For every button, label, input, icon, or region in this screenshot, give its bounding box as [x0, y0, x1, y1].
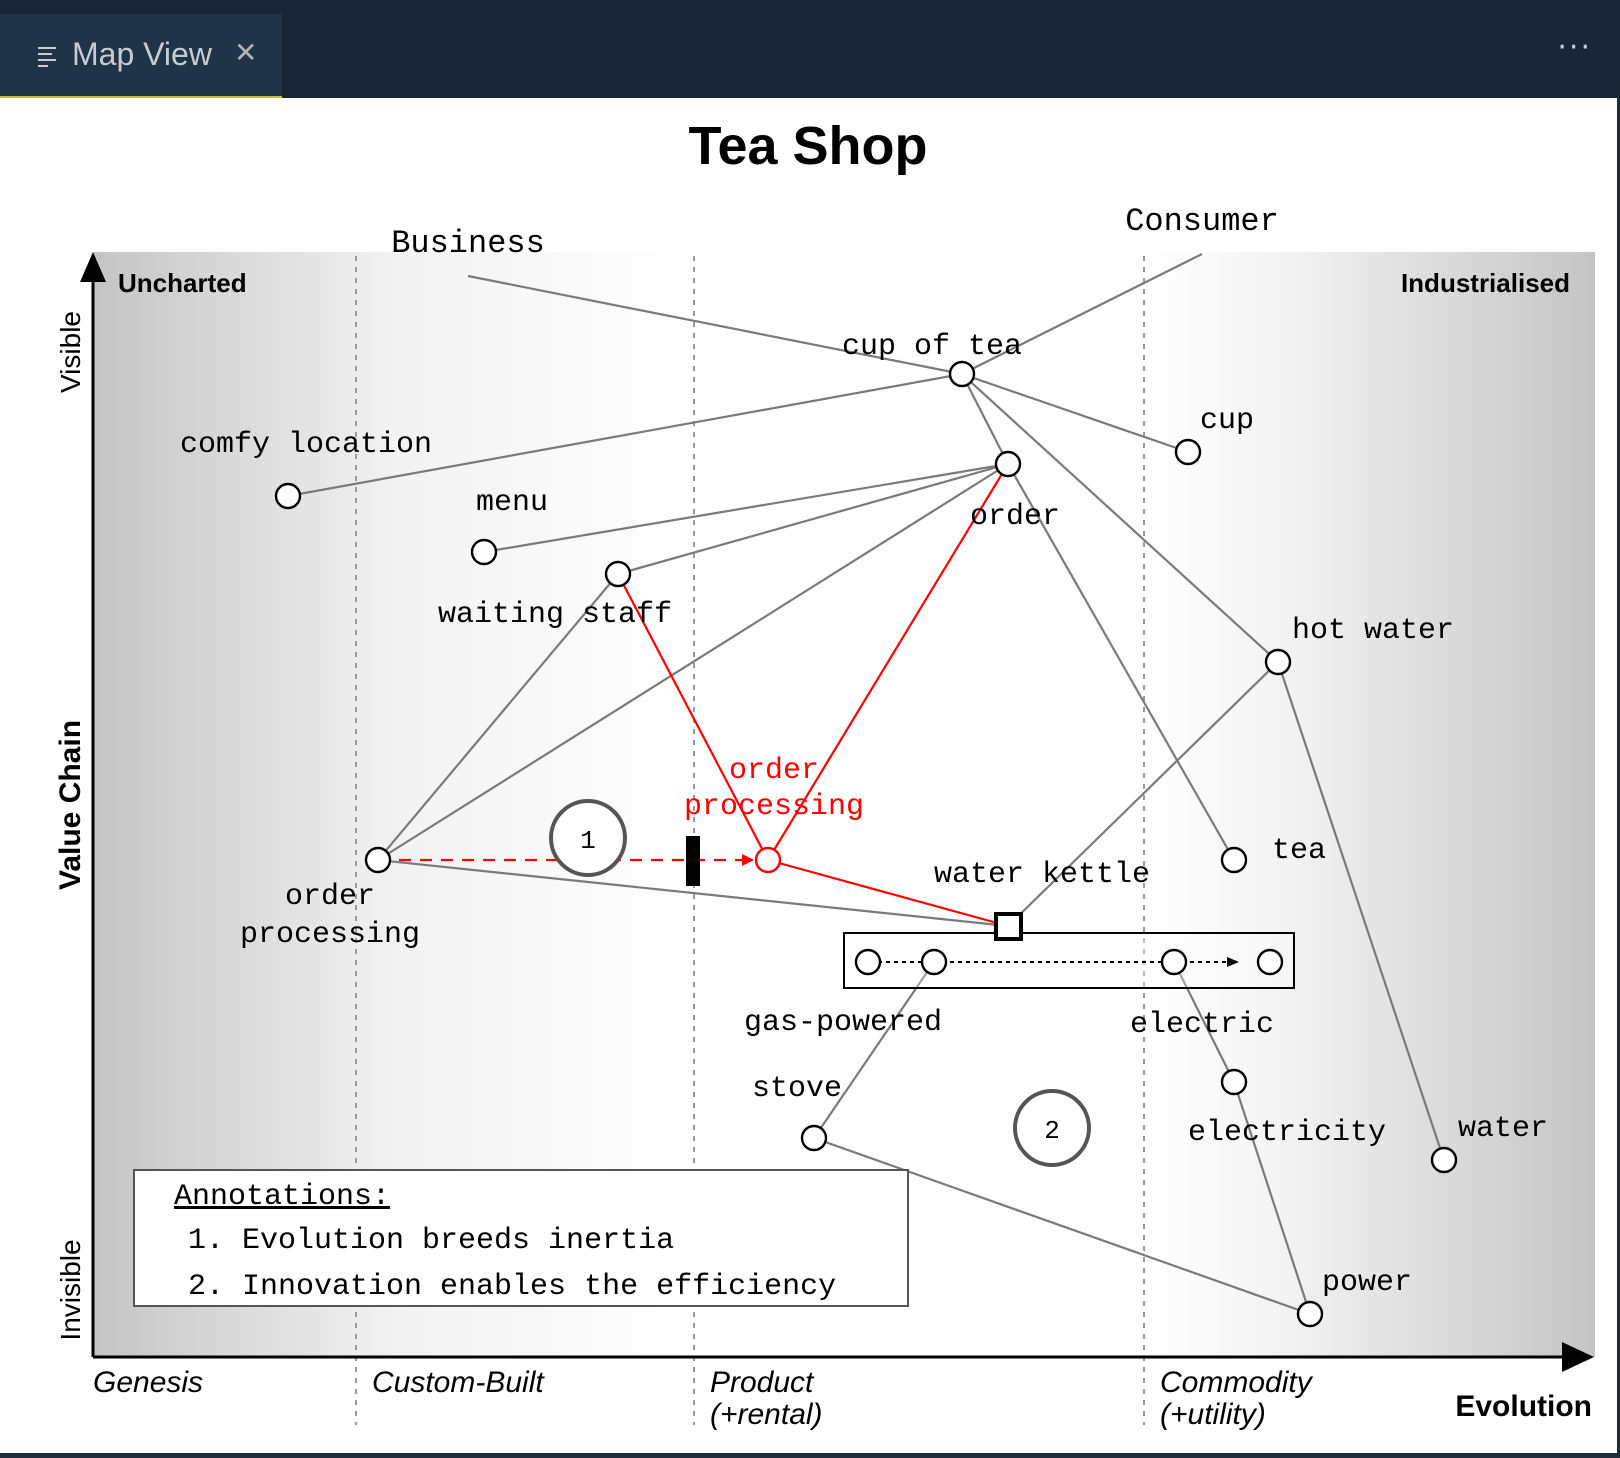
node-cup[interactable] — [1174, 438, 1202, 466]
label-cup-of-tea: cup of tea — [842, 330, 1022, 364]
label-water-kettle: water kettle — [934, 858, 1150, 892]
node-cup-of-tea[interactable] — [948, 360, 976, 388]
window-edge — [1617, 98, 1620, 1458]
y-axis-bottom: Invisible — [55, 1239, 86, 1340]
node-water-kettle[interactable] — [994, 912, 1023, 941]
label-cup: cup — [1200, 404, 1254, 438]
x-axis-arrow — [1562, 1342, 1594, 1372]
component-nodes — [274, 360, 1458, 1328]
stage-product-sub: (+rental) — [710, 1398, 823, 1431]
label-water: water — [1458, 1112, 1548, 1146]
stage-commodity-sub: (+utility) — [1160, 1398, 1266, 1431]
node-waiting-staff[interactable] — [604, 560, 632, 588]
y-axis-label: Value Chain — [54, 720, 87, 890]
label-menu: menu — [476, 486, 548, 520]
node-tea[interactable] — [1220, 846, 1248, 874]
node-hot-water[interactable] — [1264, 648, 1292, 676]
list-lines-icon — [38, 47, 56, 67]
label-gas-powered: gas-powered — [744, 1006, 942, 1040]
node-water[interactable] — [1430, 1146, 1458, 1174]
window-bottom-edge — [0, 1453, 1620, 1458]
label-order-processing-new-1: order — [729, 754, 819, 788]
region-uncharted: Uncharted — [118, 268, 247, 298]
label-electricity: electricity — [1188, 1116, 1386, 1150]
anchor-business: Business — [391, 225, 545, 262]
stage-genesis: Genesis — [93, 1366, 203, 1399]
label-order-processing-2: processing — [240, 918, 420, 952]
label-electric: electric — [1130, 1008, 1274, 1042]
label-stove: stove — [752, 1072, 842, 1106]
label-order-processing-new-2: processing — [684, 790, 864, 824]
x-axis-label: Evolution — [1455, 1390, 1592, 1423]
label-waiting-staff: waiting staff — [438, 598, 672, 632]
annotations-box: Annotations: 1. Evolution breeds inertia… — [133, 1169, 909, 1307]
label-hot-water: hot water — [1292, 614, 1454, 648]
inertia-marker — [686, 836, 700, 886]
pipeline-box — [843, 932, 1295, 989]
label-order-processing-1: order — [285, 880, 375, 914]
node-gas-powered-a[interactable] — [854, 948, 882, 976]
annotation-marker-2-label: 2 — [1044, 1116, 1060, 1146]
anchor-consumer: Consumer — [1125, 203, 1279, 240]
node-power[interactable] — [1296, 1300, 1324, 1328]
annotation-marker-1: 1 — [549, 799, 627, 877]
node-stove[interactable] — [800, 1124, 828, 1152]
label-power: power — [1322, 1266, 1412, 1300]
region-industrialised: Industrialised — [1401, 268, 1570, 298]
node-electric[interactable] — [1160, 948, 1188, 976]
stage-commodity: Commodity — [1160, 1366, 1314, 1399]
node-electric-b[interactable] — [1256, 948, 1284, 976]
annotation-marker-2: 2 — [1013, 1089, 1091, 1167]
tab-map-view[interactable]: Map View ✕ — [0, 14, 282, 98]
label-comfy-location: comfy location — [180, 428, 432, 462]
y-axis-arrow — [80, 252, 106, 282]
map-title: Tea Shop — [688, 116, 927, 176]
node-comfy-location[interactable] — [274, 482, 302, 510]
node-order[interactable] — [994, 450, 1022, 478]
node-order-processing[interactable] — [364, 846, 392, 874]
node-gas-powered[interactable] — [920, 948, 948, 976]
more-actions-icon[interactable]: ··· — [1557, 30, 1592, 65]
tab-label: Map View — [72, 36, 212, 72]
annotation-item-2: 2. Innovation enables the efficiency — [188, 1270, 836, 1304]
node-menu[interactable] — [470, 538, 498, 566]
annotation-marker-1-label: 1 — [580, 826, 596, 856]
node-order-processing-new[interactable] — [754, 846, 782, 874]
dependency-links — [287, 253, 1446, 1316]
label-order: order — [970, 500, 1060, 534]
stage-custom-built: Custom-Built — [372, 1366, 545, 1399]
node-electricity[interactable] — [1220, 1068, 1248, 1096]
annotation-item-1: 1. Evolution breeds inertia — [188, 1224, 674, 1258]
evolved-links — [617, 463, 1009, 928]
y-axis-top: Visible — [55, 311, 86, 393]
tab-bar: Map View ✕ ··· — [0, 0, 1620, 98]
close-icon[interactable]: ✕ — [234, 36, 258, 69]
label-tea: tea — [1272, 834, 1326, 868]
annotations-heading: Annotations: — [174, 1180, 390, 1214]
stage-product: Product — [710, 1366, 815, 1399]
